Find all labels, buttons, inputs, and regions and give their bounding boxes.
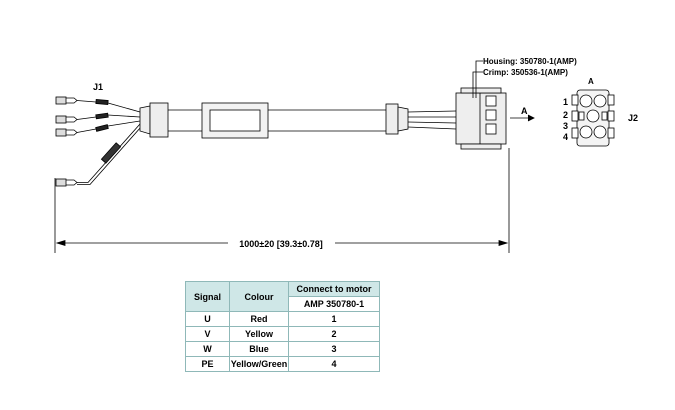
row-signal: U [185,311,230,327]
signal-table: Signal Colour Connect to motor AMP 35078… [185,281,380,372]
breakout-boot [139,105,151,135]
row-pin: 1 [288,311,380,327]
cable-drawing: J1 J2 Housing: 350780-1(AMP) Crimp: 3505… [54,57,638,253]
sleeve-v [95,112,109,120]
table-row: U Red 1 [185,311,380,327]
crimp-label: Crimp: 350536-1(AMP) [483,68,568,77]
j2-label: J2 [628,113,638,123]
row-colour: Yellow [229,326,289,342]
housing-label: Housing: 350780-1(AMP) [483,57,577,66]
pin-3-label: 3 [563,121,568,131]
row-signal: PE [185,356,230,372]
row-colour: Blue [229,341,289,357]
table-row: V Yellow 2 [185,326,380,342]
header-connect: Connect to motor [288,281,380,297]
sleeve-w [95,124,109,132]
terminal-pe [55,178,78,187]
row-signal: V [185,326,230,342]
row-pin: 3 [288,341,380,357]
table-row: PE Yellow/Green 4 [185,356,380,372]
row-signal: W [185,341,230,357]
label-window [209,109,261,132]
table-row: W Blue 3 [185,341,380,357]
j2-boot [385,103,399,135]
front-view-label: A [588,77,594,86]
row-pin: 2 [288,326,380,342]
section-arrow-label: A [521,106,528,116]
row-pin: 4 [288,356,380,372]
length-dimension: 1000±20 [39.3±0.78] [239,239,322,249]
header-colour: Colour [229,281,289,312]
header-part: AMP 350780-1 [288,296,380,312]
j1-label: J1 [93,82,103,92]
terminal-w [55,128,97,137]
pin-1-label: 1 [563,97,568,107]
j2-front-view [571,89,615,147]
sleeve-pe [100,142,122,164]
sleeve-u [95,99,109,105]
j2-housing-side [455,87,507,150]
pin-2-label: 2 [563,110,568,120]
terminal-v [55,115,97,124]
row-colour: Red [229,311,289,327]
terminal-u [55,96,97,105]
pin-4-label: 4 [563,132,568,142]
breakout-body [149,102,169,138]
header-signal: Signal [185,281,230,312]
row-colour: Yellow/Green [229,356,289,372]
